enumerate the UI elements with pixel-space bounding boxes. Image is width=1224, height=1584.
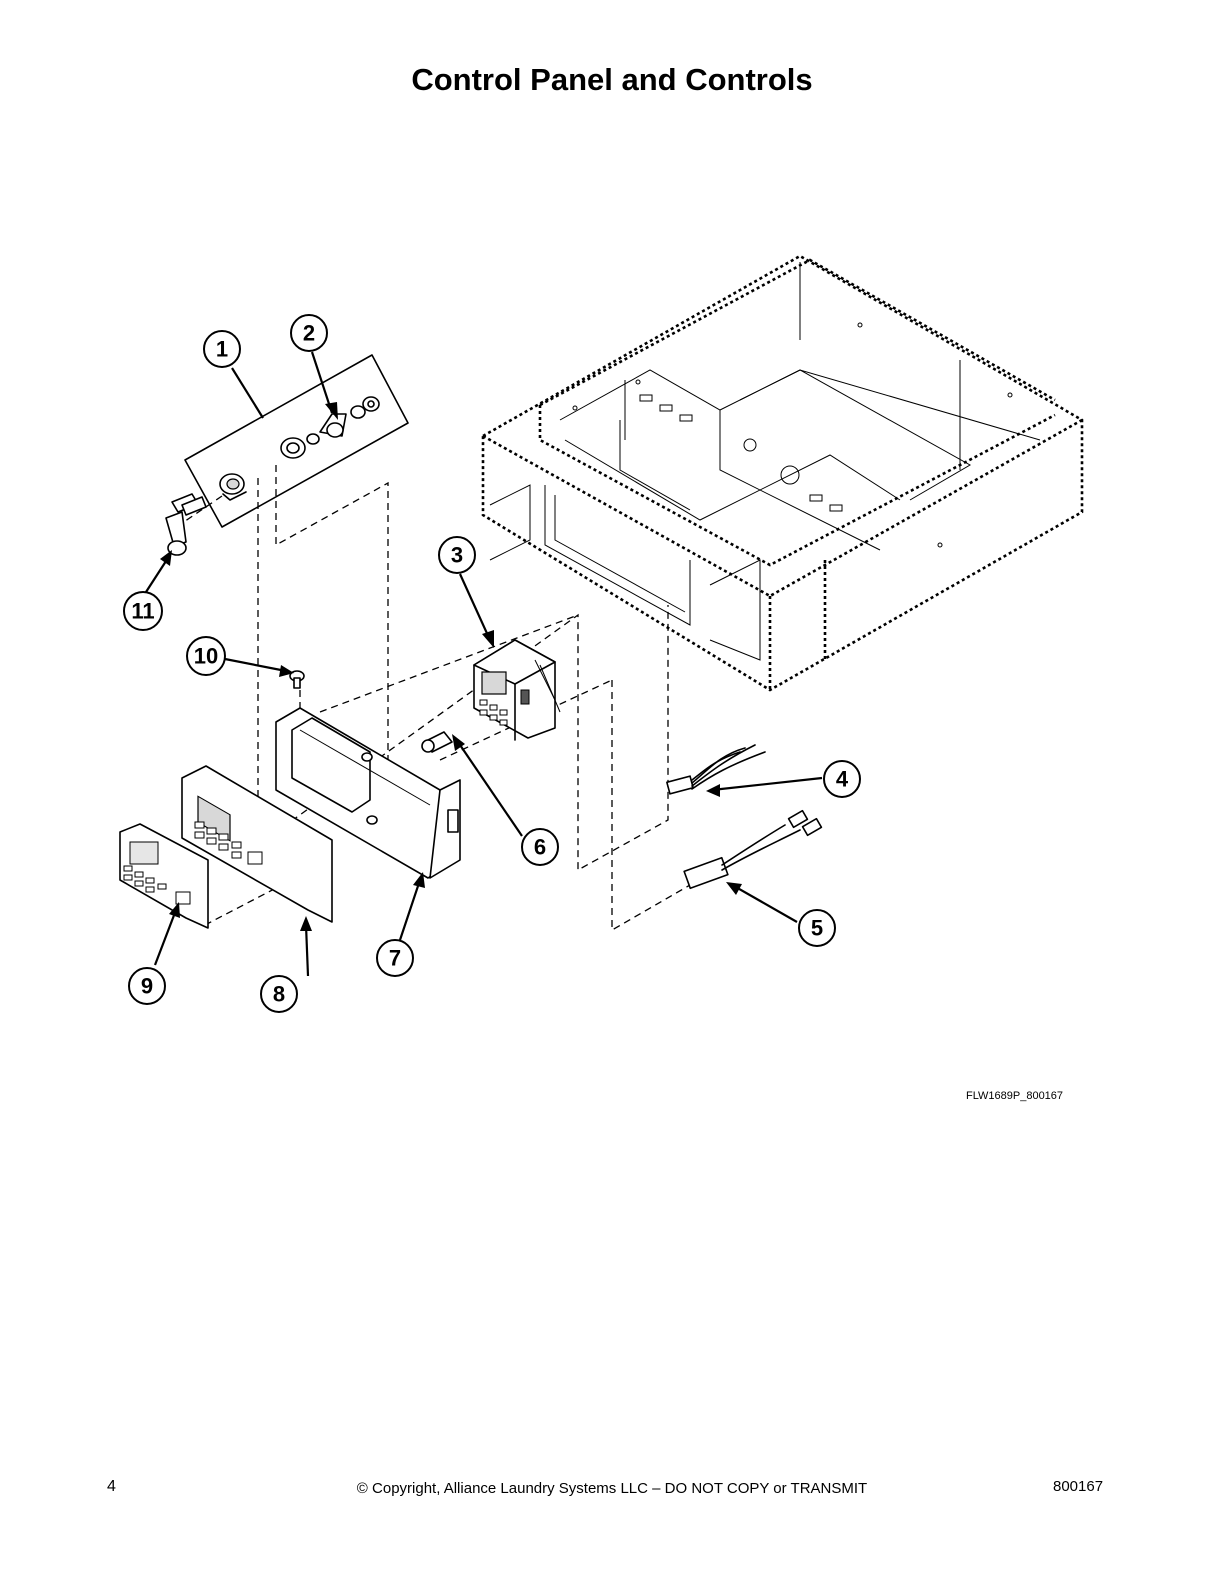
callout-7-label: 7 [389, 946, 401, 971]
callout-11: 11 [123, 591, 163, 631]
callout-8-label: 8 [273, 982, 285, 1007]
callout-5: 5 [798, 909, 836, 947]
callout-2: 2 [290, 314, 328, 352]
callout-1: 1 [203, 330, 241, 368]
callout-11-label: 11 [131, 599, 154, 624]
control-module [473, 639, 561, 741]
callout-4: 4 [823, 760, 861, 798]
control-panel-bracket [275, 707, 461, 879]
footer-page-number: 4 [107, 1478, 116, 1495]
callout-10: 10 [186, 636, 226, 676]
callout-10-label: 10 [194, 644, 218, 669]
callout-9-label: 9 [141, 974, 153, 999]
callout-9: 9 [128, 967, 166, 1005]
callout-6-label: 6 [534, 835, 546, 860]
lock-assembly [184, 354, 409, 528]
screw [289, 670, 305, 689]
callout-3-label: 3 [451, 543, 463, 568]
machine-frame [481, 254, 1084, 692]
footer-document-number: 800167 [1053, 1478, 1104, 1495]
callout-5-label: 5 [811, 916, 823, 941]
keys [165, 493, 207, 556]
callout-8: 8 [260, 975, 298, 1013]
plug [421, 731, 453, 753]
callout-7: 7 [376, 939, 414, 977]
wire-harness-small [666, 744, 766, 795]
label-plate [119, 823, 209, 929]
callout-1-label: 1 [216, 337, 228, 362]
leader-arrows [145, 351, 823, 977]
callout-3: 3 [438, 536, 476, 574]
figure-id: FLW1689P_800167 [966, 1090, 1064, 1102]
wire-harness-large [683, 809, 823, 890]
footer-copyright: © Copyright, Alliance Laundry Systems LL… [356, 1480, 868, 1497]
overlay-panel [181, 765, 333, 923]
page-title: Control Panel and Controls [411, 62, 813, 97]
callout-6: 6 [521, 828, 559, 866]
callout-2-label: 2 [303, 321, 315, 346]
callout-4-label: 4 [836, 767, 849, 792]
